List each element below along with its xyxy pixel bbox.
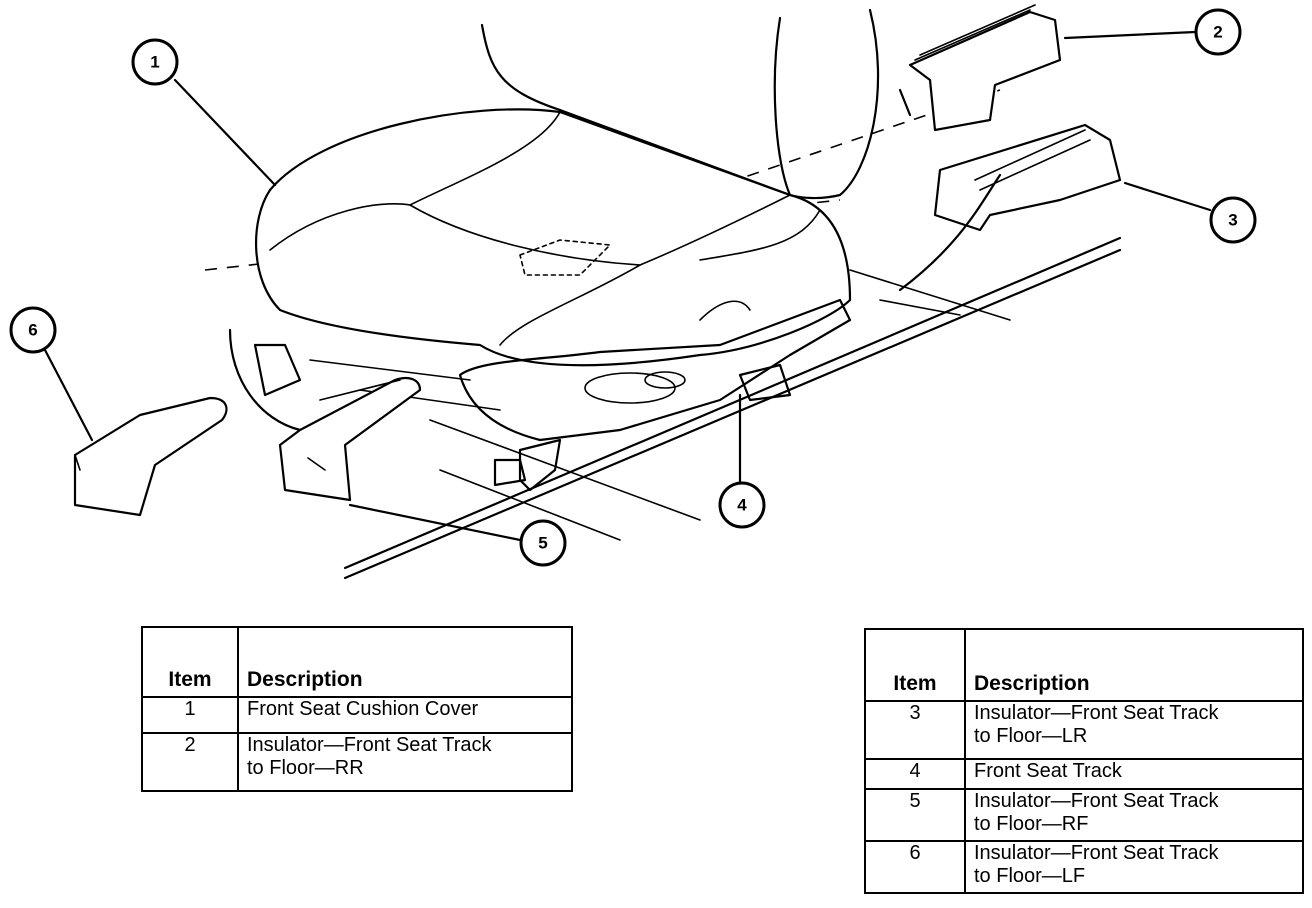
item-number: 3 xyxy=(864,700,966,760)
callout-label: 6 xyxy=(28,321,37,340)
legend-table-left: Item Description 1 Front Seat Cushion Co… xyxy=(141,626,573,792)
callout-label: 4 xyxy=(737,496,747,515)
description-line: Insulator—Front Seat Track xyxy=(974,790,1219,812)
description-header: Description xyxy=(237,626,573,698)
item-number: 1 xyxy=(141,696,239,734)
legend-table-right: Item Description 3 Insulator—Front Seat … xyxy=(864,628,1304,894)
insulator-lr xyxy=(898,123,1122,292)
insulator-rf xyxy=(278,376,422,502)
item-number: 5 xyxy=(864,788,966,842)
legend-header-row: Item Description xyxy=(864,628,1304,702)
item-number: 6 xyxy=(864,840,966,894)
description-line: Insulator—Front Seat Track xyxy=(247,734,492,756)
description-line: Insulator—Front Seat Track xyxy=(974,842,1219,864)
callout-label: 3 xyxy=(1228,211,1237,230)
description-line: to Floor—RR xyxy=(247,757,364,779)
callout-6: 6 xyxy=(9,306,57,354)
table-row: 4 Front Seat Track xyxy=(864,758,1304,790)
leader-lines xyxy=(43,30,1212,542)
description-line: Insulator—Front Seat Track xyxy=(974,702,1219,724)
item-description: Front Seat Track xyxy=(964,758,1304,790)
seat-cushion xyxy=(255,108,852,367)
callout-label: 5 xyxy=(538,534,547,553)
insulator-lf xyxy=(73,396,228,517)
callout-4: 4 xyxy=(718,481,766,529)
legend-header-row: Item Description xyxy=(141,626,573,698)
callout-1: 1 xyxy=(131,38,179,86)
description-line: Front Seat Track xyxy=(974,760,1122,782)
description-line: to Floor—LR xyxy=(974,725,1088,747)
description-line: Front Seat Cushion Cover xyxy=(247,698,479,720)
callout-label: 2 xyxy=(1213,23,1222,42)
insulator-rr xyxy=(898,4,1062,132)
table-row: 1 Front Seat Cushion Cover xyxy=(141,696,573,734)
description-header: Description xyxy=(964,628,1304,702)
item-description: Front Seat Cushion Cover xyxy=(237,696,573,734)
callout-label: 1 xyxy=(150,53,159,72)
callout-3: 3 xyxy=(1209,196,1257,244)
item-number: 2 xyxy=(141,732,239,792)
seat-base xyxy=(228,298,852,492)
callout-2: 2 xyxy=(1194,8,1242,56)
item-header: Item xyxy=(864,628,966,702)
item-number: 4 xyxy=(864,758,966,790)
description-line: to Floor—RF xyxy=(974,813,1089,835)
description-line: to Floor—LF xyxy=(974,865,1086,887)
seat-track-diagram: 1 2 3 4 5 6 xyxy=(9,4,1257,580)
callout-5: 5 xyxy=(519,519,567,567)
item-header: Item xyxy=(141,626,239,698)
